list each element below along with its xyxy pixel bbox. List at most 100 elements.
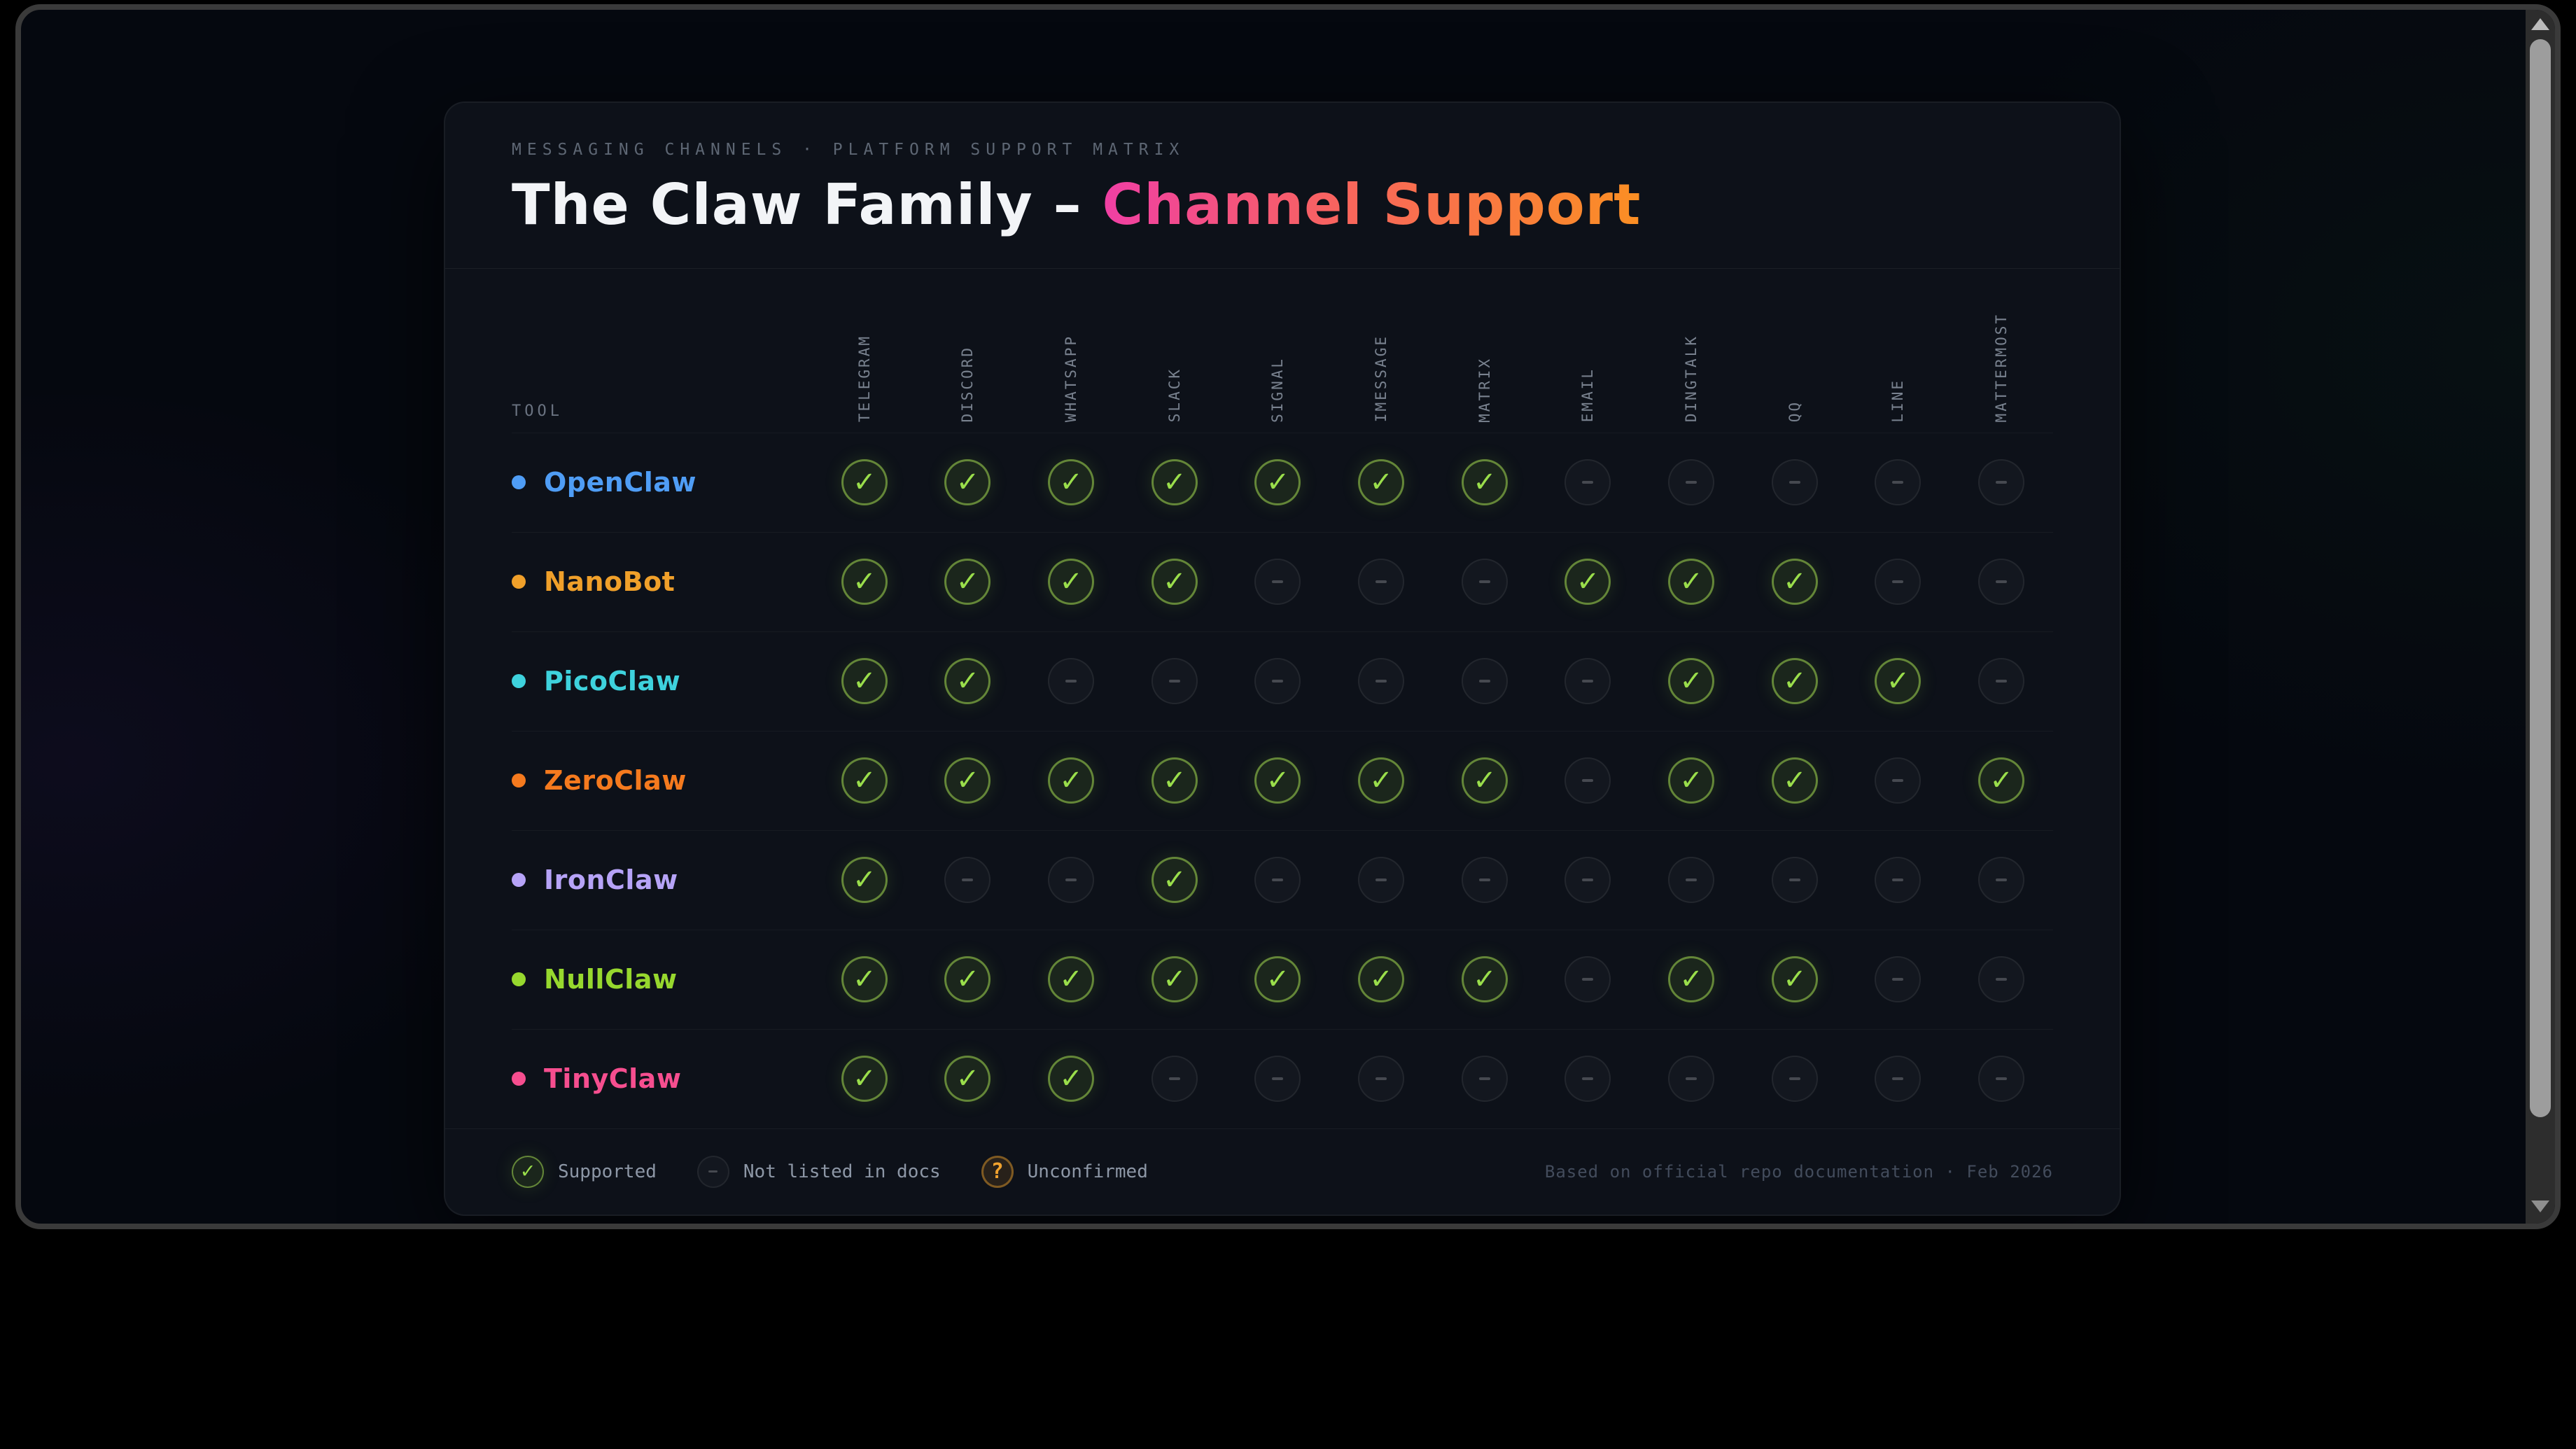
dash-icon (1875, 1056, 1921, 1102)
dash-icon (1564, 757, 1611, 804)
check-icon: ✓ (944, 757, 991, 804)
scroll-up-icon[interactable] (2531, 18, 2549, 30)
support-cell (1564, 857, 1611, 904)
channel-column-header: IMESSAGE (1329, 269, 1433, 433)
support-cell (1875, 857, 1921, 904)
support-cell (1978, 1056, 2025, 1102)
check-icon: ✓ (1771, 658, 1818, 705)
channel-column-header: LINE (1847, 269, 1950, 433)
support-cell: ✓ (1151, 559, 1198, 606)
dash-icon (1564, 956, 1611, 1003)
dash-icon (1461, 1056, 1508, 1102)
check-icon: ✓ (1151, 757, 1198, 804)
support-cell: ✓ (1771, 956, 1818, 1003)
card-footer: ✓ Supported Not listed in docs ? Unconfi… (445, 1128, 2120, 1214)
support-cell (1978, 459, 2025, 506)
support-cell: ✓ (1358, 956, 1405, 1003)
support-cell (1254, 559, 1301, 606)
table-row: NanoBot ✓ ✓ ✓ ✓ ✓ ✓ ✓ (512, 531, 2053, 631)
dash-icon (1668, 459, 1715, 506)
scrollbar[interactable] (2526, 10, 2555, 1224)
support-cell (1978, 658, 2025, 705)
support-cell (1771, 1056, 1818, 1102)
tool-label: NanoBot (512, 566, 813, 597)
dash-icon (1254, 658, 1301, 705)
support-cell: ✓ (841, 857, 888, 904)
tool-label: NullClaw (512, 964, 813, 995)
tool-name: TinyClaw (544, 1063, 682, 1095)
support-cell: ✓ (944, 757, 991, 804)
dash-icon (1668, 857, 1715, 904)
support-cell: ✓ (1254, 459, 1301, 506)
check-icon: ✓ (1668, 559, 1715, 606)
dash-icon (1358, 1056, 1405, 1102)
support-cell: ✓ (1461, 459, 1508, 506)
support-cell (1461, 559, 1508, 606)
support-cell (944, 857, 991, 904)
channel-label: SIGNAL (1269, 356, 1287, 423)
support-cell: ✓ (1151, 956, 1198, 1003)
dash-icon (1254, 559, 1301, 606)
dash-icon (1358, 559, 1405, 606)
channel-label: MATRIX (1476, 356, 1493, 423)
legend-label: Unconfirmed (1027, 1161, 1148, 1182)
support-cell: ✓ (944, 658, 991, 705)
check-icon: ✓ (1461, 956, 1508, 1003)
support-cell: ✓ (841, 757, 888, 804)
channel-column-header: SIGNAL (1226, 269, 1330, 433)
scrollbar-thumb[interactable] (2530, 39, 2551, 1117)
tool-dot-icon (512, 1072, 526, 1086)
check-icon: ✓ (1978, 757, 2025, 804)
tool-name: NullClaw (544, 964, 678, 995)
check-icon: ✓ (1151, 459, 1198, 506)
tool-label: IronClaw (512, 864, 813, 895)
support-cell (1875, 956, 1921, 1003)
support-cell: ✓ (1358, 757, 1405, 804)
support-cell (1564, 658, 1611, 705)
title-gradient-segment: Channel Support (1102, 172, 1642, 237)
check-icon: ✓ (1875, 658, 1921, 705)
support-cell (1151, 1056, 1198, 1102)
support-cell: ✓ (1461, 956, 1508, 1003)
table-row: NullClaw ✓ ✓ ✓ ✓ ✓ ✓ ✓ ✓ ✓ (512, 929, 2053, 1029)
support-cell: ✓ (841, 1056, 888, 1102)
tool-label: TinyClaw (512, 1063, 813, 1094)
dash-icon (1668, 1056, 1715, 1102)
check-icon: ✓ (1048, 1056, 1095, 1102)
table-row: PicoClaw ✓ ✓ ✓ ✓ ✓ (512, 631, 2053, 731)
channel-column-header: DISCORD (916, 269, 1020, 433)
dash-icon (1771, 857, 1818, 904)
support-cell: ✓ (944, 1056, 991, 1102)
support-cell: ✓ (1358, 459, 1405, 506)
dash-icon (1978, 658, 2025, 705)
legend: ✓ Supported Not listed in docs ? Unconfi… (512, 1155, 1148, 1188)
check-icon: ✓ (841, 1056, 888, 1102)
scroll-down-icon[interactable] (2531, 1200, 2549, 1212)
check-icon: ✓ (1668, 956, 1715, 1003)
check-icon: ✓ (1048, 559, 1095, 606)
support-cell (1875, 1056, 1921, 1102)
dash-icon (1048, 658, 1095, 705)
tool-name: OpenClaw (544, 467, 696, 498)
support-cell (1564, 956, 1611, 1003)
check-icon: ✓ (944, 459, 991, 506)
channel-column-header: TELEGRAM (813, 269, 916, 433)
browser-window: MESSAGING CHANNELS · PLATFORM SUPPORT MA… (15, 4, 2561, 1229)
support-cell: ✓ (1151, 857, 1198, 904)
check-icon: ✓ (1771, 956, 1818, 1003)
check-icon: ✓ (1048, 757, 1095, 804)
support-cell: ✓ (1048, 459, 1095, 506)
table-row: ZeroClaw ✓ ✓ ✓ ✓ ✓ ✓ ✓ ✓ ✓ ✓ (512, 730, 2053, 830)
title-plain-segment: The Claw Family – (512, 172, 1102, 237)
check-icon: ✓ (1358, 956, 1405, 1003)
tool-dot-icon (512, 475, 526, 490)
eyebrow-text: MESSAGING CHANNELS · PLATFORM SUPPORT MA… (512, 141, 1185, 159)
tool-name: NanoBot (544, 566, 676, 598)
support-cell (1978, 857, 2025, 904)
support-cell: ✓ (1048, 559, 1095, 606)
dash-icon (1254, 1056, 1301, 1102)
channel-label: DINGTALK (1683, 335, 1700, 423)
channel-column-header: WHATSAPP (1019, 269, 1123, 433)
page-title: The Claw Family – Channel Support (512, 177, 2053, 233)
legend-item: ✓ Supported (512, 1155, 657, 1188)
